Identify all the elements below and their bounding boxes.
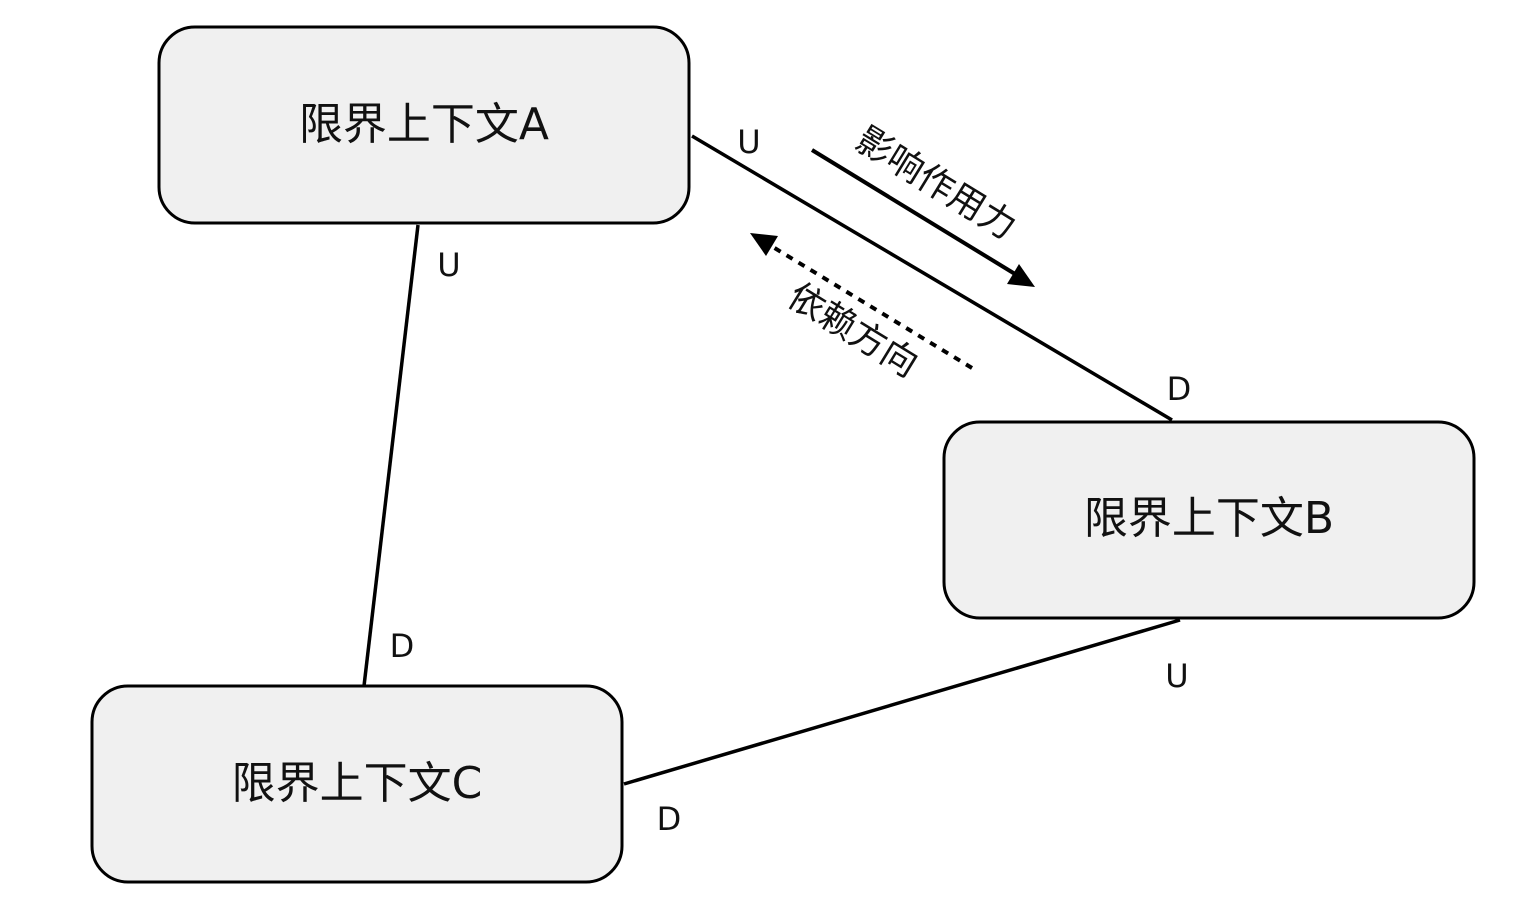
edge-a-b-upstream-label: U (737, 123, 760, 161)
edge-b-c (623, 618, 1181, 786)
node-context-c-label: 限界上下文C (232, 758, 483, 809)
influence-arrow-line (810, 148, 1017, 276)
dependency-arrow-line (766, 242, 974, 370)
node-context-c[interactable]: 限界上下文C (90, 684, 624, 884)
dependency-annotation: 依赖方向 (781, 276, 925, 386)
influence-arrowhead (1007, 264, 1035, 287)
dependency-arrowhead (750, 233, 778, 256)
edge-a-c (362, 224, 420, 687)
influence-annotation: 影响作用力 (848, 119, 1023, 248)
dependency-arrow (750, 233, 974, 370)
node-context-a-label: 限界上下文A (299, 99, 549, 150)
node-context-b[interactable]: 限界上下文B (942, 420, 1476, 620)
node-context-b-box (942, 420, 1476, 620)
edge-a-c-downstream-label: D (390, 627, 415, 665)
edge-b-c-upstream-label: U (1165, 657, 1188, 695)
edge-a-c-upstream-label: U (437, 246, 460, 284)
node-context-c-box (90, 684, 624, 884)
node-context-a-box (157, 25, 691, 225)
edge-a-b (691, 134, 1173, 422)
node-context-b-label: 限界上下文B (1084, 493, 1334, 544)
edge-b-c-downstream-label: D (657, 800, 682, 838)
influence-arrow (810, 148, 1035, 287)
node-context-a[interactable]: 限界上下文A (157, 25, 691, 225)
edge-a-b-downstream-label: D (1167, 370, 1192, 408)
